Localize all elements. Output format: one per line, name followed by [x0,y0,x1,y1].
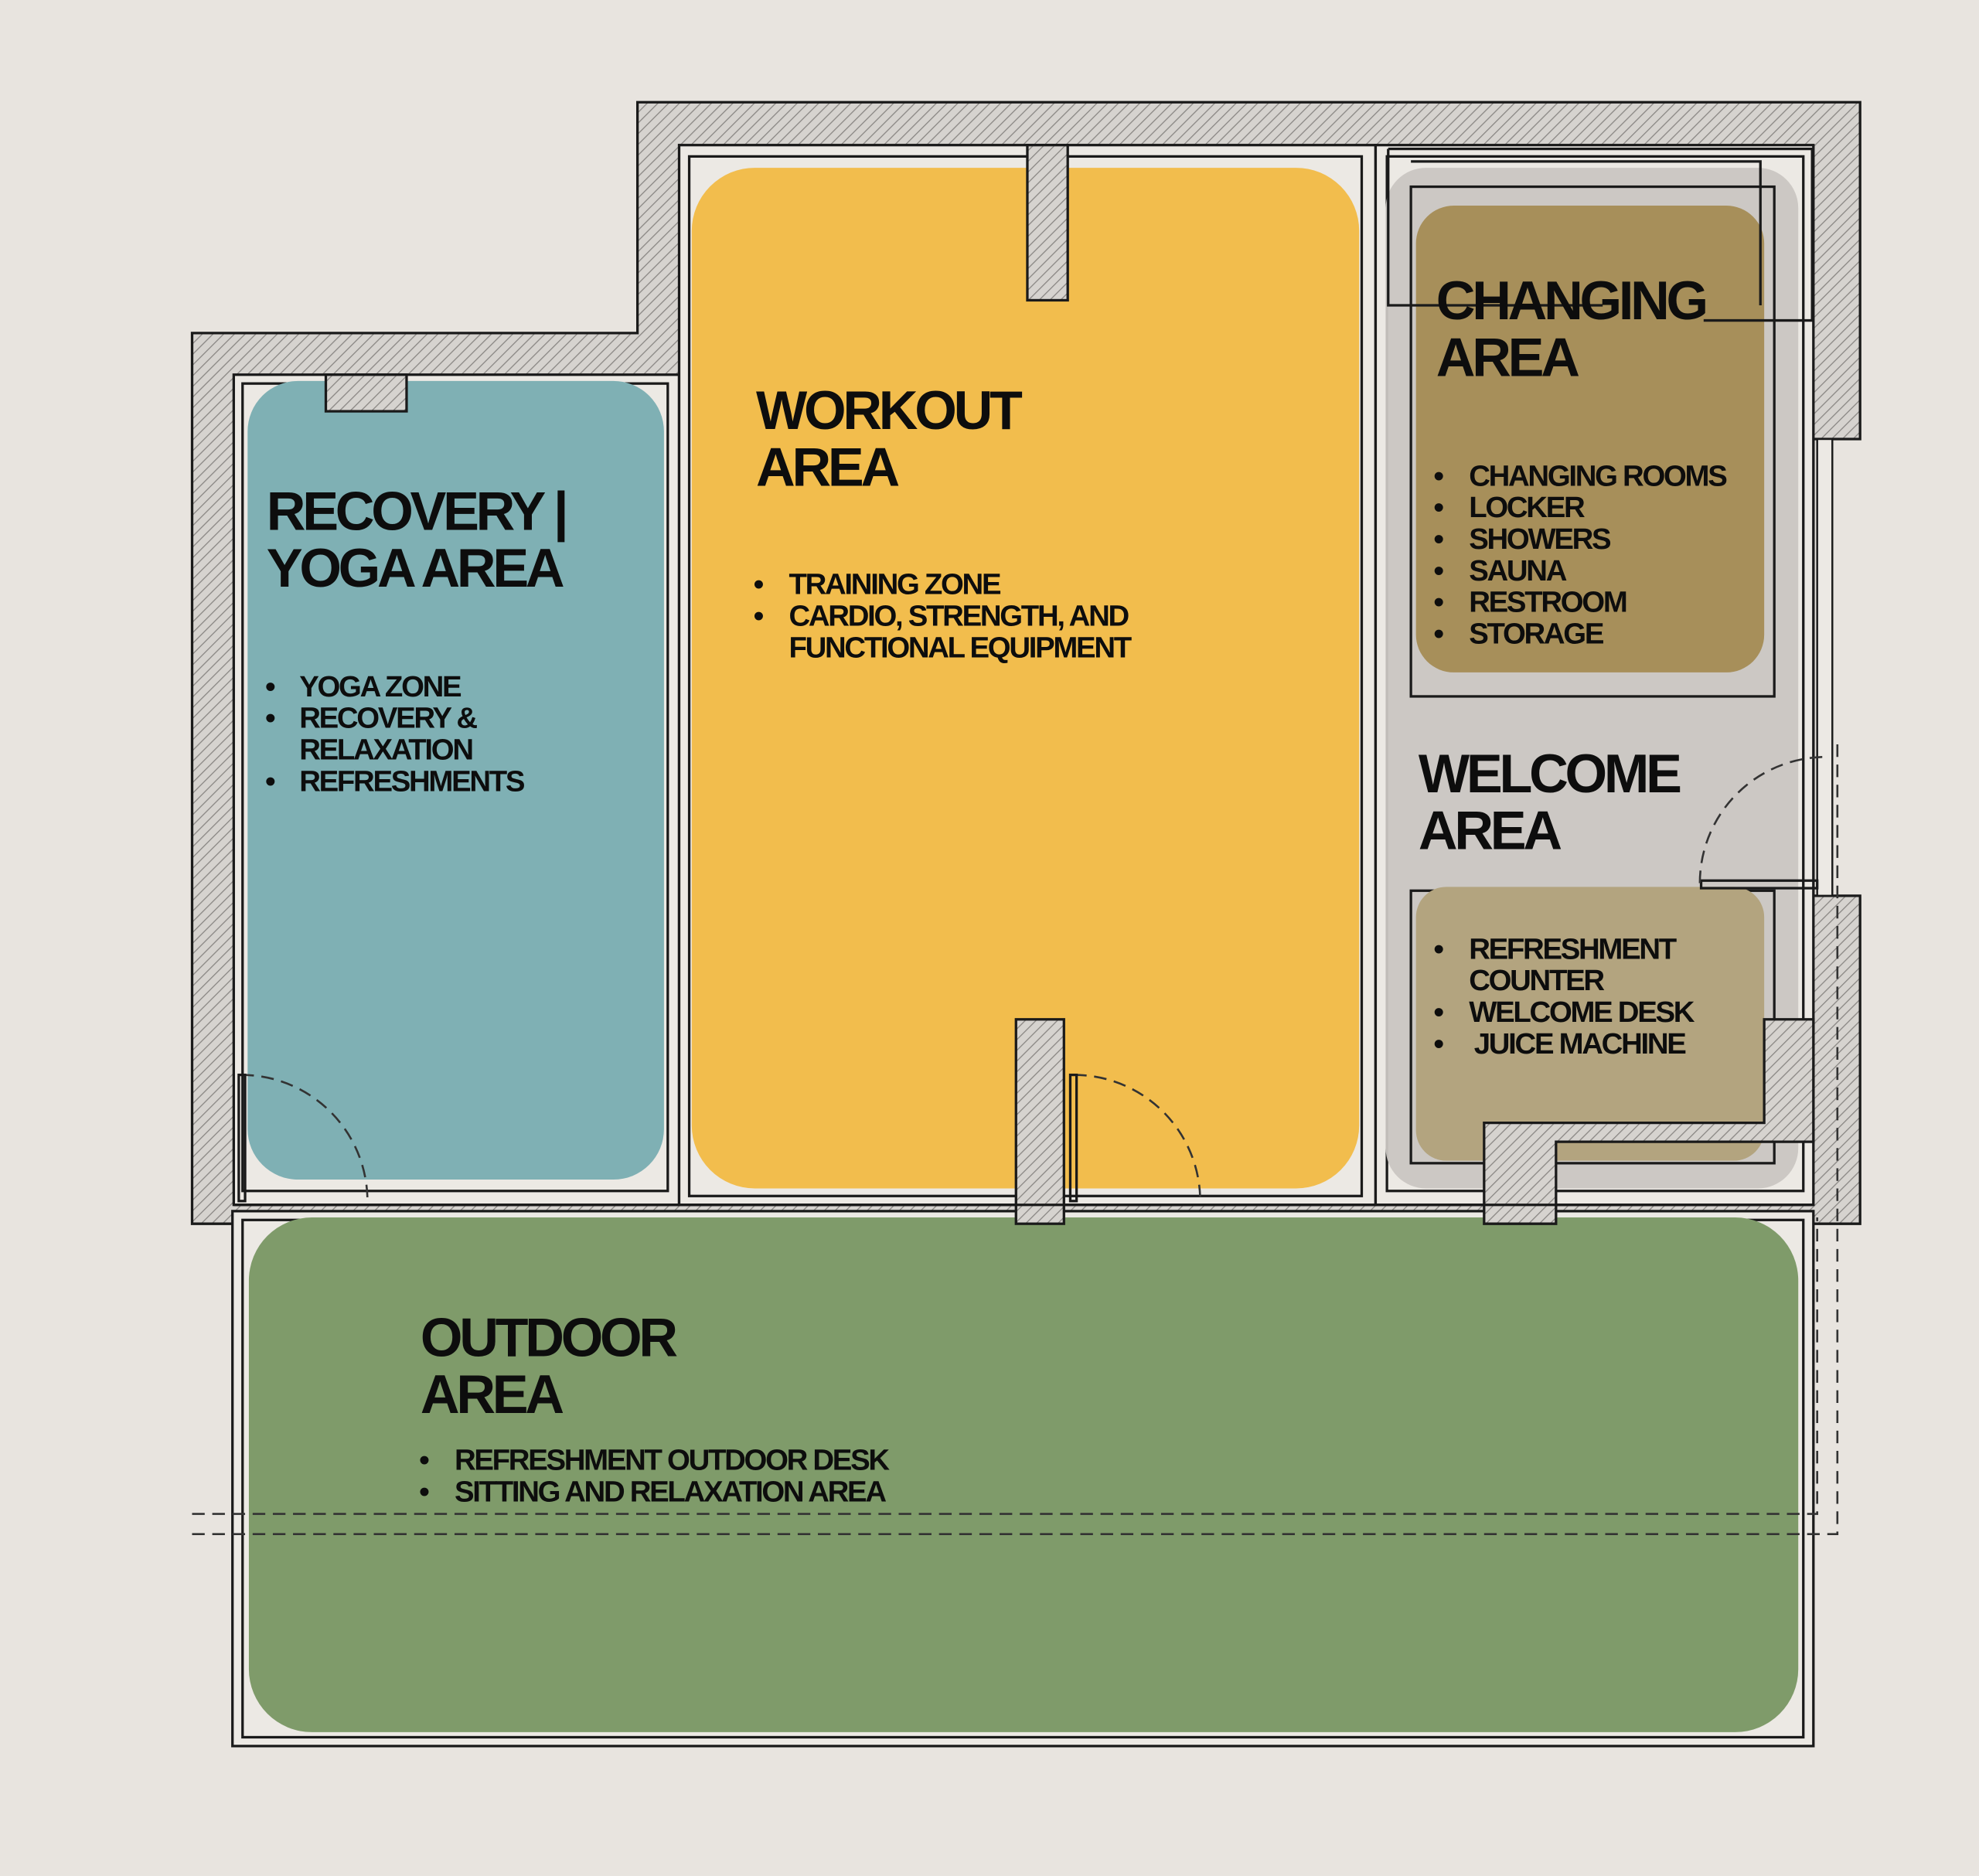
changing-zone [1415,206,1765,672]
list-item: SHOWERS [1469,523,1611,556]
right-window [1816,438,1834,897]
list-item: REFRESHMENT OUTDOOR DESK [455,1443,890,1476]
svg-text:•: • [1434,617,1444,650]
outdoor-zone [248,1217,1799,1732]
svg-text:•: • [1434,554,1444,587]
outdoor-title-line: AREA [421,1364,563,1425]
list-item: SAUNA [1469,554,1567,587]
recovery-zone [247,380,664,1180]
list-item: STORAGE [1469,617,1604,650]
list-item: RECOVERY & [299,702,477,735]
svg-text:•: • [1434,1027,1444,1061]
list-item: CHANGING ROOMS [1469,459,1727,492]
list-item: CARDIO, STRENGTH, AND [789,600,1129,633]
list-item: YOGA ZONE [299,670,462,703]
svg-text:•: • [1434,459,1444,492]
svg-text:•: • [265,702,275,735]
svg-text:•: • [419,1443,429,1476]
outdoor-title-line: OUTDOOR [421,1307,677,1368]
svg-text:•: • [1434,491,1444,524]
svg-text:•: • [754,600,764,633]
welcome-title-line: AREA [1419,799,1561,860]
list-item: SITTING AND RELAXATION AREA [455,1475,886,1508]
svg-text:•: • [419,1475,429,1508]
svg-text:•: • [265,764,275,798]
outdoor-items: • REFRESHMENT OUTDOOR DESK • SITTING AND R… [419,1443,891,1508]
list-item: RELAXATION [299,734,472,767]
svg-text:•: • [754,568,764,601]
workout-items: • TRAINING ZONE • CARDIO, STRENGTH, AND FU… [754,568,1134,665]
door-workout [1074,1074,1201,1201]
list-item: LOCKER [1469,491,1585,524]
door-recovery [241,1074,369,1201]
list-item: FUNCTIONAL EQUIPMENT [789,631,1132,664]
list-item: RESTROOM [1469,586,1626,619]
list-item: JUICE MACHINE [1474,1027,1687,1061]
counter-zone [1415,887,1765,1161]
recovery-title-line: YOGA AREA [267,537,564,598]
workout-title-line: WORKOUT [756,380,1023,441]
changing-title-line: CHANGING [1436,270,1706,331]
svg-text:•: • [1434,932,1444,965]
recovery-title-line: RECOVERY | [267,481,566,543]
list-item: COUNTER [1469,964,1604,997]
workout-title-line: AREA [756,436,898,497]
list-item: REFRESHMENT [1469,932,1678,965]
list-item: WELCOME DESK [1469,996,1695,1029]
svg-text:•: • [265,670,275,703]
svg-text:•: • [1434,996,1444,1029]
svg-text:•: • [1434,586,1444,619]
welcome-title-line: WELCOME [1419,743,1681,804]
welcome-items: • REFRESHMENT COUNTER • WELCOME DESK • JUIC… [1434,932,1698,1061]
svg-text:•: • [1434,523,1444,556]
workout-zone [691,168,1360,1189]
door-entrance [1698,755,1827,884]
changing-title-line: AREA [1436,326,1579,387]
list-item: REFRESHMENTS [299,764,525,798]
recovery-items: • YOGA ZONE • RECOVERY & RELAXATION • REFRE… [265,670,526,798]
list-item: TRAINING ZONE [789,568,1000,601]
